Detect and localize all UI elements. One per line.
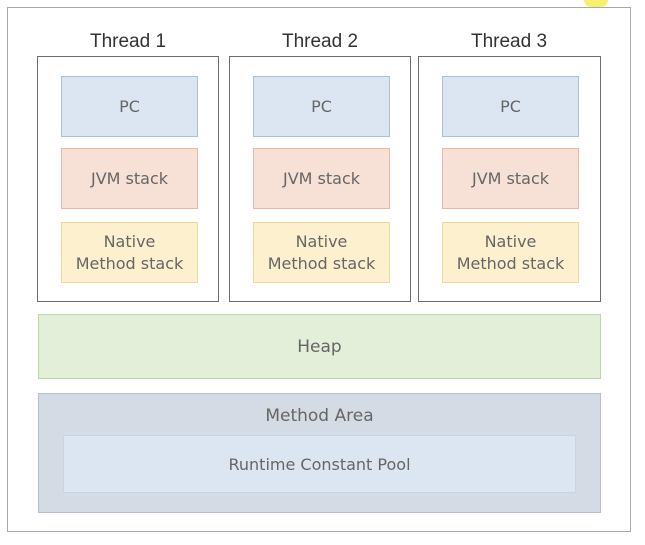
heap-label: Heap	[297, 336, 342, 357]
jvm-stack-label: JVM stack	[282, 168, 361, 188]
native-label-line-2: Method stack	[267, 253, 376, 273]
thread-3-jvm-stack: JVM stack	[442, 148, 579, 209]
pc-label: PC	[311, 96, 332, 116]
thread-3-title: Thread 3	[470, 31, 548, 52]
jvm-stack-label: JVM stack	[90, 168, 169, 188]
thread-3-pc: PC	[442, 76, 579, 137]
thread-2-title: Thread 2	[281, 31, 359, 52]
jvm-memory-diagram: Thread 1 PC JVM stack Native Method stac…	[7, 7, 631, 532]
thread-2-pc: PC	[253, 76, 390, 137]
method-area-block: Method Area Runtime Constant Pool	[38, 393, 601, 513]
method-area-label: Method Area	[265, 406, 374, 426]
thread-2-box: PC JVM stack Native Method stack	[229, 56, 411, 302]
runtime-constant-pool-label: Runtime Constant Pool	[228, 454, 411, 474]
jvm-stack-label: JVM stack	[471, 168, 550, 188]
native-label-line-2: Method stack	[456, 253, 565, 273]
native-label-line-1: Native	[103, 231, 156, 251]
native-label-line-1: Native	[295, 231, 348, 251]
thread-1-jvm-stack: JVM stack	[61, 148, 198, 209]
thread-1-box: PC JVM stack Native Method stack	[37, 56, 219, 302]
thread-3-native-method-stack: Native Method stack	[442, 222, 579, 283]
heap-block: Heap	[38, 314, 601, 379]
thread-3-box: PC JVM stack Native Method stack	[418, 56, 601, 302]
thread-1-native-method-stack: Native Method stack	[61, 222, 198, 283]
pc-label: PC	[119, 96, 140, 116]
highlighter-mark	[584, 0, 608, 7]
thread-1-title: Thread 1	[89, 31, 167, 52]
native-label-line-2: Method stack	[75, 253, 184, 273]
thread-2-native-method-stack: Native Method stack	[253, 222, 390, 283]
native-label-line-1: Native	[484, 231, 537, 251]
thread-2-jvm-stack: JVM stack	[253, 148, 390, 209]
thread-1-pc: PC	[61, 76, 198, 137]
runtime-constant-pool-block: Runtime Constant Pool	[63, 435, 576, 493]
pc-label: PC	[500, 96, 521, 116]
